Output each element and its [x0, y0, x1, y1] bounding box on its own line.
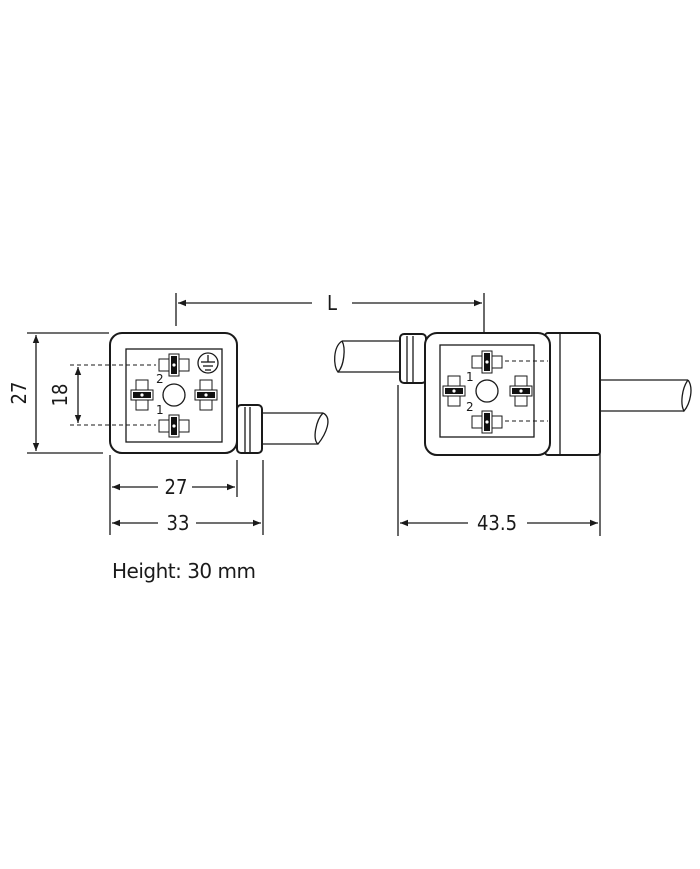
left-connector-view: 2 1 27 18 27 33	[7, 332, 329, 535]
pin-spacing-dimension-label: 18	[48, 384, 72, 407]
height-dimension-label: 27	[7, 382, 31, 405]
overall-width-dimension-label: 33	[167, 511, 190, 535]
center-hole	[162, 383, 186, 407]
length-dimension: L	[175, 291, 485, 333]
length-label: L	[327, 291, 337, 315]
contact-face	[439, 344, 535, 438]
right-connector-view: 1 2 43.5	[334, 332, 692, 536]
cable	[262, 412, 323, 445]
connector-body	[109, 332, 238, 454]
contact-face	[125, 348, 223, 443]
angled-housing	[544, 332, 601, 456]
pin-label: 2	[156, 372, 164, 386]
body-width-dimension-label: 27	[165, 475, 188, 499]
ground-symbol-icon	[197, 352, 219, 374]
center-hole	[475, 379, 499, 403]
connector-body	[424, 332, 551, 456]
pin-label: 1	[466, 370, 474, 384]
pin-label: 1	[156, 403, 164, 417]
height-note: Height: 30 mm	[112, 559, 255, 583]
pin-label: 2	[466, 400, 474, 414]
overall-width-dimension-label: 43.5	[477, 511, 517, 535]
